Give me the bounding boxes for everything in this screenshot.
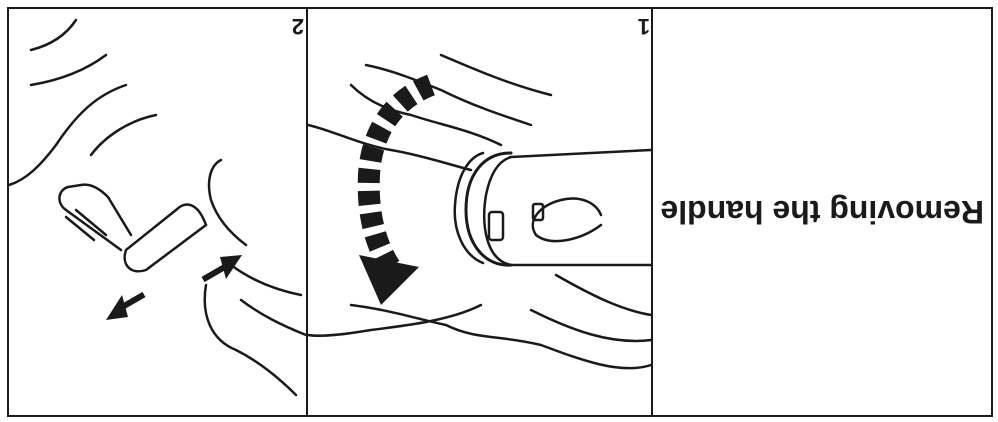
lower-hand-outline [349, 83, 503, 147]
rotate-arrow-icon [357, 74, 436, 305]
handle-body [483, 148, 653, 267]
collar-ring [464, 151, 513, 267]
section-heading: Removing the handle [660, 194, 984, 230]
right-hand-outline [7, 83, 128, 187]
twist-handle-illustration [306, 53, 653, 370]
handle-piece-left [123, 208, 208, 273]
upper-hand-outline [349, 303, 653, 370]
pull-apart-illustration [7, 18, 308, 397]
left-hand-outline [203, 283, 298, 397]
attachment-piece [58, 183, 133, 252]
pull-arrows-icon [106, 255, 242, 320]
thumb-outline [531, 197, 603, 243]
section-divider-1 [651, 7, 653, 417]
collar-button [487, 210, 505, 242]
